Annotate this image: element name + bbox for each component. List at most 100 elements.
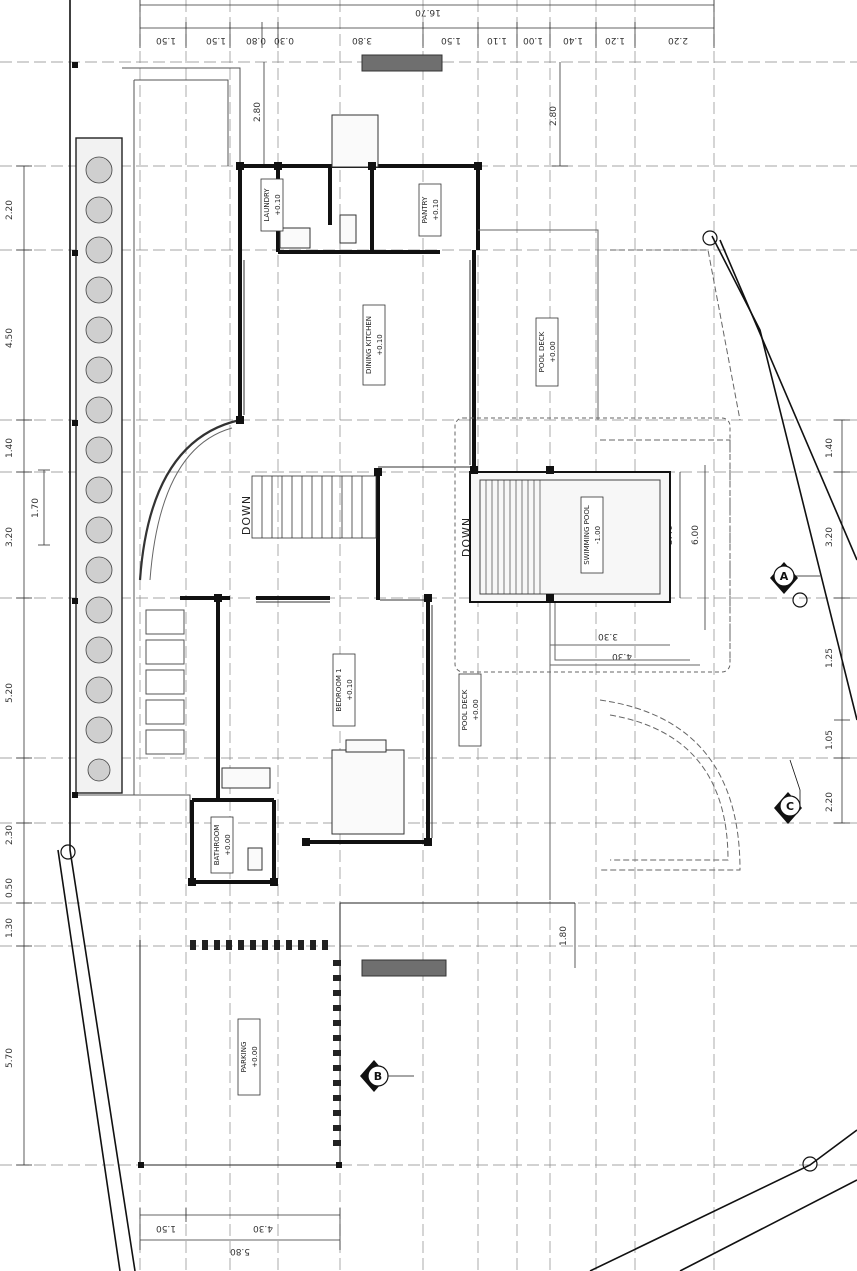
inner-dim-e: 4.30 xyxy=(612,651,632,661)
bottom-dim-0: 1.50 xyxy=(156,1223,176,1233)
room-name: BATHROOM xyxy=(213,825,221,866)
left-dim-4: 1.70 xyxy=(31,498,41,518)
bottom-dim-1: 4.30 xyxy=(253,1223,273,1233)
walls xyxy=(180,164,480,884)
pool-steps xyxy=(485,480,541,594)
room-level: +0.10 xyxy=(432,199,440,220)
section-marker-label: B xyxy=(374,1070,382,1083)
inner-dim-d: 3.30 xyxy=(598,631,618,641)
section-marker-b: B xyxy=(360,1060,414,1092)
section-marker-c: C xyxy=(774,759,802,824)
left-dim-7: 0.50 xyxy=(5,878,15,898)
top-dim-0: 1.50 xyxy=(156,35,176,45)
room-name: PANTRY xyxy=(421,196,429,223)
room-label-pantry: PANTRY +0.10 xyxy=(418,183,442,237)
room-level: +0.10 xyxy=(346,679,354,700)
boundary-node xyxy=(60,844,76,860)
curved-wall xyxy=(138,418,241,581)
stair-label-down-pool: DOWN xyxy=(460,517,473,557)
room-label-laundry: LAUNDRY +0.10 xyxy=(260,178,284,232)
room-name: POOL DECK xyxy=(461,689,469,730)
boundary-node xyxy=(802,1156,818,1172)
kitchen-bar xyxy=(361,54,443,72)
top-dim-5: 1.50 xyxy=(441,35,461,45)
right-dim-2: 1.05 xyxy=(825,730,835,750)
left-dim-3: 3.20 xyxy=(5,527,15,547)
room-label-pool-deck-top: POOL DECK +0.00 xyxy=(535,317,559,387)
room-level: +0.00 xyxy=(224,834,232,855)
room-label-bedroom: BEDROOM 1 +0.10 xyxy=(332,653,356,727)
room-label-swimming-pool: SWIMMING POOL -1.00 xyxy=(580,496,604,574)
room-name: DINING KITCHEN xyxy=(365,316,373,374)
room-level: +0.00 xyxy=(472,699,480,720)
right-dim-labels: 1.40 3.20 1.05 2.20 1.25 xyxy=(825,438,835,812)
bottom-dim-2: 5.80 xyxy=(230,1246,250,1256)
property-boundary xyxy=(57,0,857,1271)
stair-label-down-left: DOWN xyxy=(240,495,253,535)
right-dim-1: 3.20 xyxy=(825,527,835,547)
swimming-pool-inner xyxy=(479,479,661,595)
swimming-pool-outer xyxy=(469,471,671,603)
top-dim-1: 1.50 xyxy=(206,35,226,45)
windows xyxy=(243,260,474,838)
room-label-bathroom: BATHROOM +0.00 xyxy=(210,816,234,874)
top-dim-3: 0.30 xyxy=(274,35,294,45)
boundary-node xyxy=(792,592,808,608)
left-dimension-chain xyxy=(16,165,50,1166)
parking-bar xyxy=(361,959,447,977)
room-label-dining-kitchen: DINING KITCHEN +0.10 xyxy=(362,304,386,386)
top-dim-labels: 1.50 1.50 0.80 0.30 3.80 1.50 1.10 1.00 … xyxy=(156,35,688,45)
plant-symbols xyxy=(85,156,113,782)
room-level: +0.10 xyxy=(274,194,282,215)
left-dim-5: 5.20 xyxy=(5,683,15,703)
left-dim-2: 1.40 xyxy=(5,438,15,458)
inner-dim-b: 2.80 xyxy=(549,106,559,126)
room-level: -1.00 xyxy=(594,526,602,544)
parking-outline xyxy=(139,902,575,1166)
structural-columns xyxy=(72,62,554,1168)
room-name: LAUNDRY xyxy=(263,188,271,222)
inner-dimension-lines xyxy=(263,62,706,968)
right-dim-4: 1.25 xyxy=(825,648,835,668)
inner-dim-f: 6.00 xyxy=(691,525,701,545)
room-name: PARKING xyxy=(240,1042,248,1073)
top-dim-10: 2.20 xyxy=(668,35,688,45)
top-dim-6: 1.10 xyxy=(487,35,507,45)
top-dim-9: 1.20 xyxy=(605,35,625,45)
parking-bay-marks xyxy=(145,609,185,755)
section-marker-a: A xyxy=(770,562,820,594)
parking-columns xyxy=(190,940,341,1146)
section-marker-label: A xyxy=(780,570,789,583)
inner-dim-g: 1.80 xyxy=(559,926,569,946)
left-dim-0: 2.20 xyxy=(5,200,15,220)
room-label-pool-deck-bottom: POOL DECK +0.00 xyxy=(458,673,482,747)
stair-left xyxy=(251,475,377,539)
right-dim-0: 1.40 xyxy=(825,438,835,458)
room-label-parking: PARKING +0.00 xyxy=(237,1018,261,1096)
inner-dim-a: 2.80 xyxy=(253,102,263,122)
fixtures xyxy=(221,114,405,871)
room-name: POOL DECK xyxy=(538,331,546,372)
room-name: BEDROOM 1 xyxy=(335,668,343,711)
room-level: +0.00 xyxy=(251,1046,259,1067)
room-level: +0.00 xyxy=(549,341,557,362)
left-dim-9: 5.70 xyxy=(5,1048,15,1068)
top-dim-8: 1.40 xyxy=(563,35,583,45)
left-dim-6: 2.30 xyxy=(5,825,15,845)
right-dimension-chain xyxy=(834,419,850,824)
left-dim-8: 1.30 xyxy=(5,918,15,938)
top-total-dim: 16.70 xyxy=(415,7,441,17)
boundary-node xyxy=(702,230,718,246)
pool-deck-outline xyxy=(454,229,741,900)
top-dim-4: 3.80 xyxy=(352,35,372,45)
left-dim-1: 4.50 xyxy=(5,328,15,348)
right-dim-3: 2.20 xyxy=(825,792,835,812)
left-dim-labels: 2.20 4.50 1.40 3.20 1.70 5.20 2.30 0.50 … xyxy=(5,200,41,1068)
room-name: SWIMMING POOL xyxy=(583,505,591,565)
section-marker-label: C xyxy=(786,800,794,813)
top-dimension-chain xyxy=(139,0,715,48)
top-dim-2: 0.80 xyxy=(246,35,266,45)
room-level: +0.10 xyxy=(376,334,384,355)
bottom-dimension-chain xyxy=(139,1208,341,1250)
